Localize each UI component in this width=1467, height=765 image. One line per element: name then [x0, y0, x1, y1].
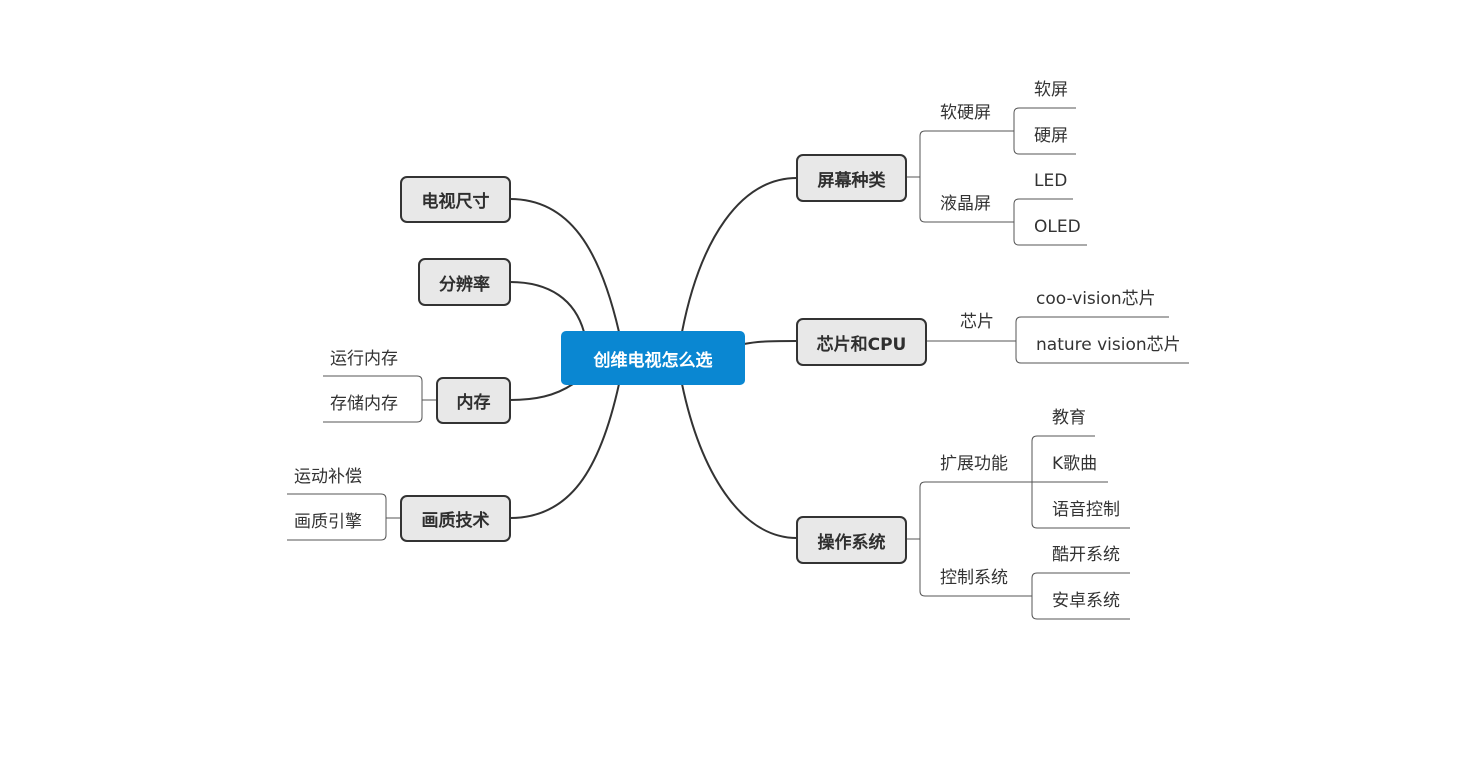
leaf-education[interactable]: 教育: [1052, 408, 1086, 428]
subtopic-soft-hard-screen[interactable]: 软硬屏: [940, 103, 991, 123]
subtopic-chip[interactable]: 芯片: [960, 312, 994, 332]
leaf-picture-engine[interactable]: 画质引擎: [294, 512, 362, 532]
root-topic[interactable]: 创维电视怎么选: [561, 331, 745, 385]
leaf-android-system[interactable]: 安卓系统: [1052, 591, 1120, 611]
leaf-karaoke[interactable]: K歌曲: [1052, 454, 1098, 474]
subtopic-control-system[interactable]: 控制系统: [940, 568, 1008, 588]
topic-memory[interactable]: 内存: [436, 377, 511, 424]
leaf-soft-screen[interactable]: 软屏: [1034, 80, 1068, 100]
subtopic-lcd-screen[interactable]: 液晶屏: [940, 194, 991, 214]
topic-tv-size[interactable]: 电视尺寸: [400, 176, 511, 223]
topic-chip-cpu[interactable]: 芯片和CPU: [796, 318, 927, 366]
connector-chip: [743, 340, 798, 345]
connector-memory: [509, 383, 574, 401]
leaf-coo-vision-chip[interactable]: coo-vision芯片: [1036, 289, 1156, 309]
leaf-nature-vision-chip[interactable]: nature vision芯片: [1036, 335, 1181, 355]
topic-resolution[interactable]: 分辨率: [418, 258, 511, 306]
topic-operating-system[interactable]: 操作系统: [796, 516, 907, 564]
leaf-motion-compensation[interactable]: 运动补偿: [294, 467, 362, 487]
subtopic-extended-functions[interactable]: 扩展功能: [940, 454, 1008, 474]
topic-picture-quality[interactable]: 画质技术: [400, 495, 511, 542]
leaf-coocaa-system[interactable]: 酷开系统: [1052, 545, 1120, 565]
connector-screen: [681, 177, 798, 333]
connector-os: [681, 383, 798, 539]
leaf-led[interactable]: LED: [1034, 171, 1068, 191]
leaf-voice-control[interactable]: 语音控制: [1052, 500, 1120, 520]
connector-size: [509, 198, 620, 333]
leaf-oled[interactable]: OLED: [1034, 217, 1081, 237]
leaf-running-memory[interactable]: 运行内存: [330, 349, 398, 369]
leaf-storage-memory[interactable]: 存储内存: [330, 394, 398, 414]
leaf-hard-screen[interactable]: 硬屏: [1034, 126, 1068, 146]
connector-resolution: [509, 281, 585, 333]
topic-screen-type[interactable]: 屏幕种类: [796, 154, 907, 202]
connector-quality: [509, 383, 620, 519]
